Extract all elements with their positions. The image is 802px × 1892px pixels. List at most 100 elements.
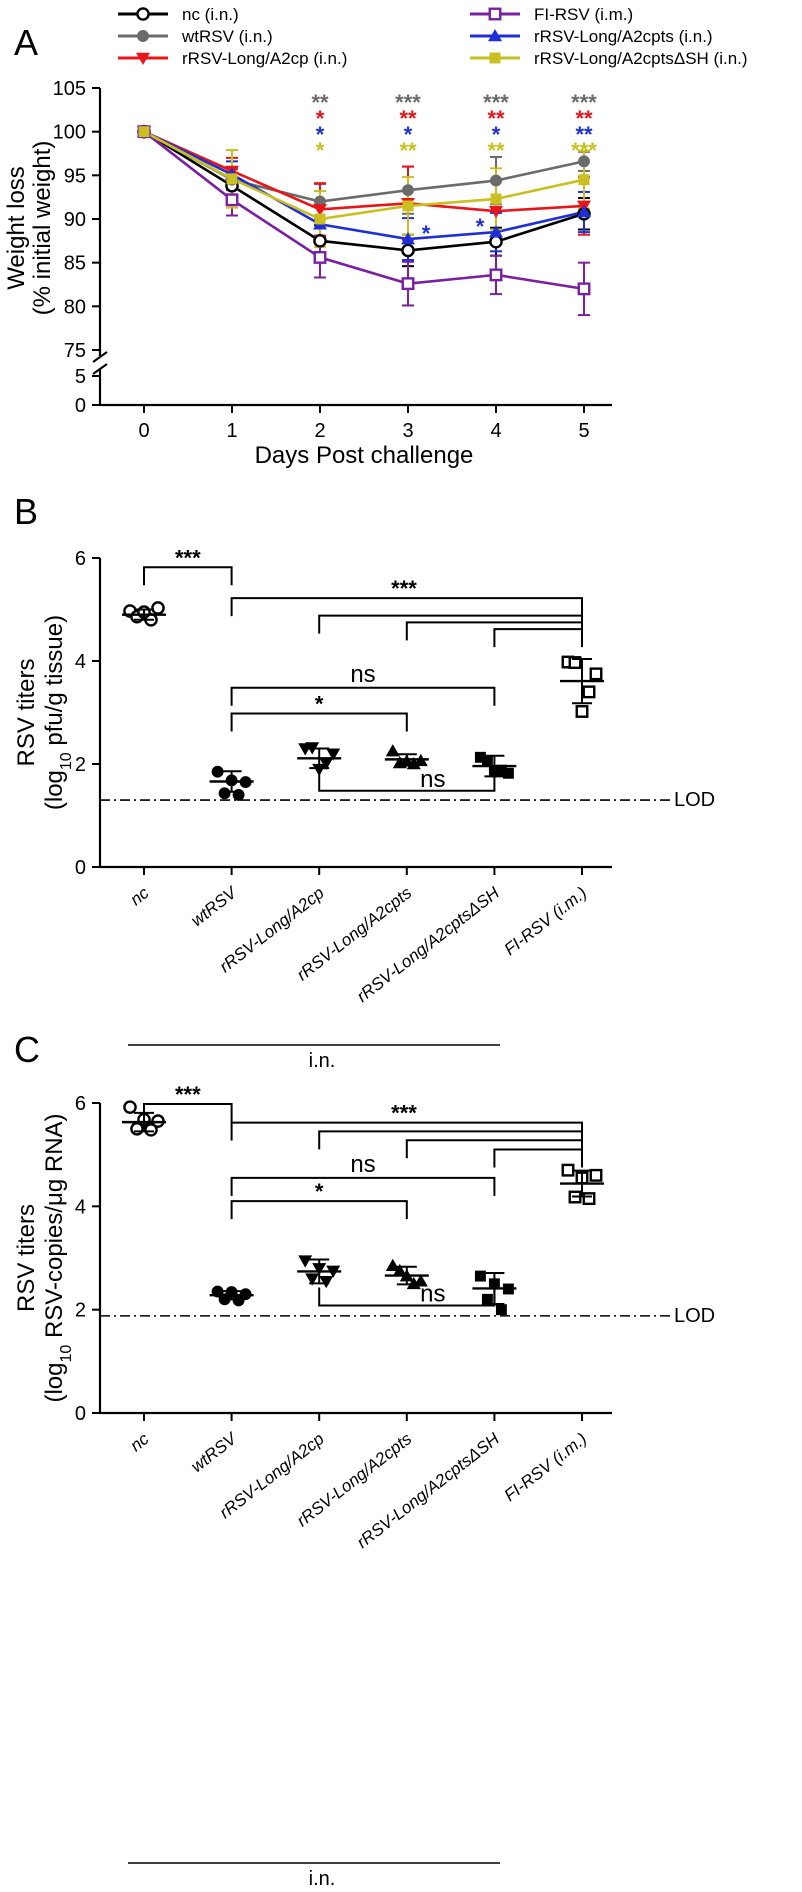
legend-label: rRSV-Long/A2cpts (i.n.) — [534, 27, 713, 46]
y-axis-title: RSV titers — [13, 1204, 40, 1312]
x-tick-label: 0 — [138, 420, 149, 442]
x-axis-title: Days Post challenge — [255, 442, 474, 469]
data-point — [232, 1294, 245, 1307]
significance-mark: * — [492, 122, 501, 147]
data-point-shape — [312, 763, 327, 777]
data-point — [151, 601, 165, 615]
data-point-shape — [385, 1258, 400, 1271]
data-point-shape — [123, 1100, 137, 1114]
data-point — [568, 656, 582, 669]
data-point-shape — [495, 1304, 507, 1316]
category-label-4: rRSV-Long/A2cptsΔSH — [353, 1429, 503, 1552]
data-point — [312, 763, 327, 777]
data-point — [232, 788, 245, 801]
significance-mark: *** — [571, 90, 597, 115]
data-point-shape — [392, 1263, 407, 1277]
data-point — [589, 667, 603, 681]
data-point-shape — [305, 1273, 320, 1286]
data-point — [489, 225, 503, 238]
data-point — [495, 764, 507, 776]
comparison-label: *** — [391, 1101, 417, 1126]
data-point — [319, 757, 334, 770]
data-point-shape — [502, 767, 514, 779]
category-group-4 — [472, 1270, 517, 1316]
data-point — [474, 1270, 486, 1282]
significance-mark: *** — [395, 90, 421, 115]
legend-marker — [488, 7, 502, 21]
data-point-shape — [401, 232, 415, 245]
legend-label: wtRSV (i.n.) — [181, 27, 273, 46]
data-point — [474, 751, 486, 763]
data-point — [402, 184, 414, 197]
data-point-shape — [481, 755, 493, 767]
category-group-3 — [384, 1258, 429, 1290]
data-point — [481, 755, 493, 767]
series-line — [143, 130, 585, 221]
category-group-3 — [384, 744, 429, 770]
significance-mark: ** — [311, 90, 329, 115]
y-axis-subtitle-pre: (log — [41, 770, 68, 810]
x-tick-label: 5 — [578, 420, 589, 442]
data-point — [385, 744, 400, 757]
data-point-shape — [561, 1163, 575, 1177]
data-point — [314, 213, 326, 225]
category-group-1 — [209, 1285, 254, 1307]
panel-letter-a: A — [14, 22, 38, 63]
data-point — [561, 1163, 575, 1177]
series-line — [143, 130, 585, 291]
data-point-shape — [589, 667, 603, 681]
series-3 — [143, 130, 590, 317]
legend-label: nc (i.n.) — [182, 5, 239, 24]
category-group-2 — [297, 1255, 342, 1289]
data-point-shape — [402, 184, 414, 197]
data-point-shape — [211, 765, 224, 778]
comparison-bracket-1: *** — [230, 1101, 583, 1141]
data-point — [319, 1276, 334, 1289]
bracket-line — [318, 1287, 496, 1307]
comparison-label: *** — [175, 1082, 201, 1107]
legend-item-5: rRSV-Long/A2cptsΔSH (i.n.) — [470, 49, 748, 68]
comparison-bracket-7: ns — [318, 766, 496, 793]
data-point-shape — [577, 205, 591, 218]
legend-marker-shape — [136, 7, 150, 21]
data-point-shape — [490, 174, 502, 187]
data-point-shape — [298, 1255, 313, 1268]
data-point — [490, 193, 502, 205]
data-point-shape — [474, 751, 486, 763]
legend-marker-shape — [488, 7, 502, 21]
data-point — [225, 193, 239, 207]
significance-mark: *** — [571, 138, 597, 163]
comparison-bracket-4 — [493, 628, 583, 648]
data-point — [406, 1276, 421, 1290]
bracket-line — [230, 712, 408, 732]
category-label-1: wtRSV — [187, 882, 241, 930]
data-point — [490, 174, 502, 187]
y-axis-subtitle-pre: (log — [41, 1363, 68, 1403]
y-tick-label: 75 — [64, 340, 86, 362]
data-point — [392, 1263, 407, 1277]
data-point-shape — [582, 1192, 596, 1206]
data-point-shape — [489, 268, 503, 282]
data-point-shape — [490, 193, 502, 205]
lod-label: LOD — [674, 789, 715, 811]
y-axis-subtitle-post: RSV-copies/μg RNA) — [41, 1113, 68, 1344]
comparison-bracket-5: ns — [230, 661, 496, 706]
comparison-bracket-6: * — [230, 1179, 408, 1220]
data-point — [495, 1304, 507, 1316]
comparison-bracket-0: *** — [143, 1082, 233, 1123]
data-point — [401, 243, 415, 258]
bracket-line — [230, 686, 496, 706]
data-point-shape — [232, 788, 245, 801]
data-point-shape — [489, 205, 503, 219]
y-axis-subtitle-sub: 10 — [58, 752, 75, 770]
data-point-shape — [406, 1276, 421, 1290]
data-point-shape — [489, 234, 503, 249]
significance-mark: ** — [399, 106, 417, 131]
legend-item-0: nc (i.n.) — [118, 5, 239, 24]
legend-marker-shape — [136, 52, 150, 65]
group-label: i.n. — [309, 1868, 336, 1890]
legend-marker — [136, 52, 150, 65]
